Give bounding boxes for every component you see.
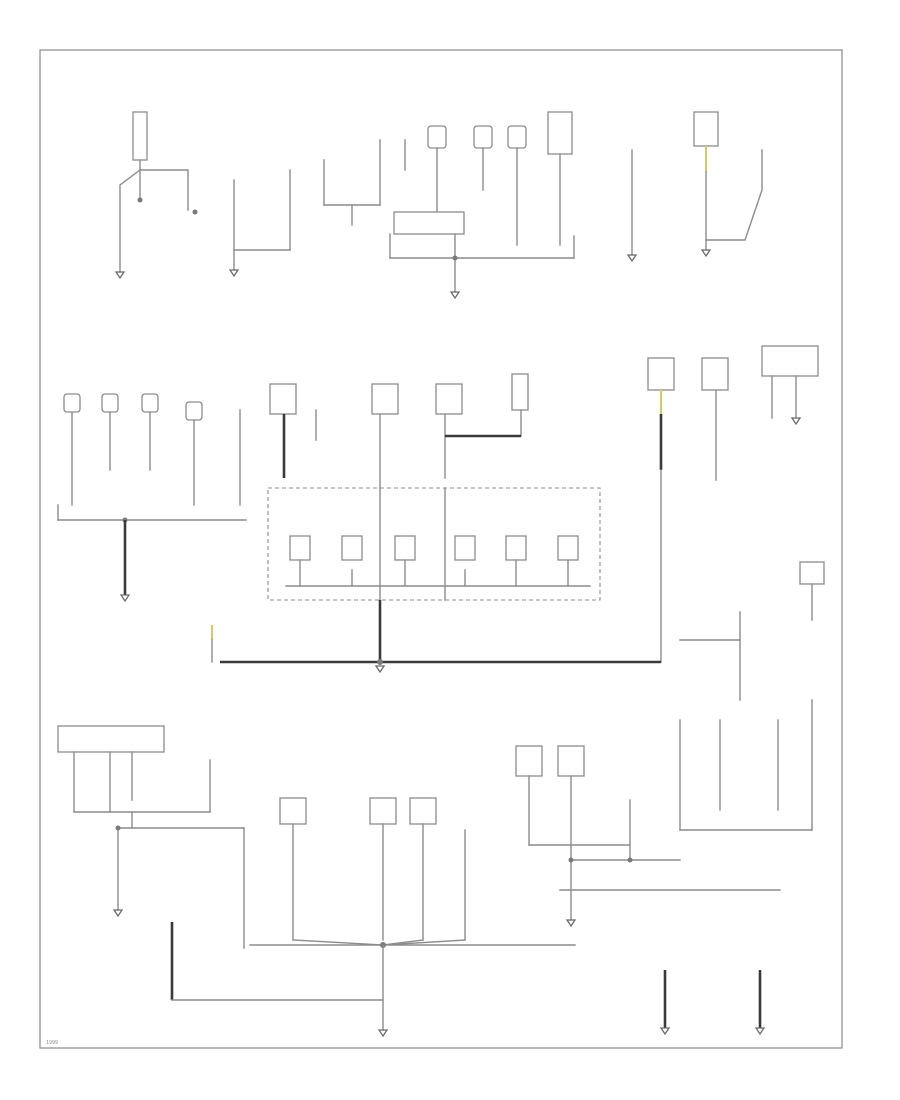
diagram-border xyxy=(39,49,843,1049)
ground-arrow xyxy=(700,249,712,258)
component-box xyxy=(515,745,543,777)
component-box xyxy=(371,383,399,415)
component-box xyxy=(435,383,463,415)
component-box xyxy=(289,535,311,561)
ground-arrow xyxy=(374,665,386,674)
component-box xyxy=(454,535,476,561)
splice-pack xyxy=(393,211,465,235)
top-lamp-cluster xyxy=(389,111,575,300)
left-lamp-cluster xyxy=(57,393,247,603)
battery-symbol xyxy=(132,111,148,161)
component-box xyxy=(693,111,719,147)
component-box xyxy=(141,393,159,413)
component-box xyxy=(409,797,437,825)
component-box xyxy=(101,393,119,413)
component-box xyxy=(547,111,573,155)
ground-arrow xyxy=(377,1029,389,1038)
ground-arrow xyxy=(228,269,240,278)
component-box xyxy=(279,797,307,825)
component-box xyxy=(647,357,675,391)
component-box xyxy=(394,535,416,561)
ground-arrow xyxy=(754,1027,766,1036)
component-box xyxy=(269,383,297,415)
ground-arrow xyxy=(790,417,802,426)
right-sensor-pair xyxy=(647,345,819,663)
component-box xyxy=(473,125,493,149)
ground-arrow xyxy=(449,291,461,300)
component-box xyxy=(185,401,203,421)
component-box xyxy=(63,393,81,413)
component-box xyxy=(427,125,447,149)
ground-arrow xyxy=(626,254,638,263)
component-box xyxy=(701,357,729,391)
component-box xyxy=(799,561,825,585)
shielded-module xyxy=(267,487,601,601)
component-box xyxy=(557,535,579,561)
ground-arrow xyxy=(659,1027,671,1036)
ground-arrow xyxy=(565,919,577,928)
component-box xyxy=(57,725,165,753)
component-box xyxy=(369,797,397,825)
bottom-center-group xyxy=(170,797,576,1038)
right-mid-group xyxy=(679,561,825,701)
component-box xyxy=(761,345,819,377)
ground-arrow xyxy=(119,594,131,603)
top-connector-group-2 xyxy=(323,139,406,226)
top-right-group xyxy=(626,111,763,263)
left-bottom-module xyxy=(57,725,245,949)
ground-arrow xyxy=(112,909,124,918)
component-box xyxy=(507,125,527,149)
component-box xyxy=(341,535,363,561)
component-box xyxy=(505,535,527,561)
shielded-enclosure xyxy=(267,487,601,601)
bottom-right-group xyxy=(515,699,813,1036)
battery-group xyxy=(114,111,198,280)
center-connector-cluster xyxy=(269,373,529,489)
main-ground-bus xyxy=(211,600,661,674)
top-connector-group-1 xyxy=(228,169,291,278)
ground-arrow xyxy=(114,271,126,280)
component-box xyxy=(511,373,529,411)
component-box xyxy=(557,745,585,777)
diagram-footer-code: 1999 xyxy=(46,1040,58,1046)
